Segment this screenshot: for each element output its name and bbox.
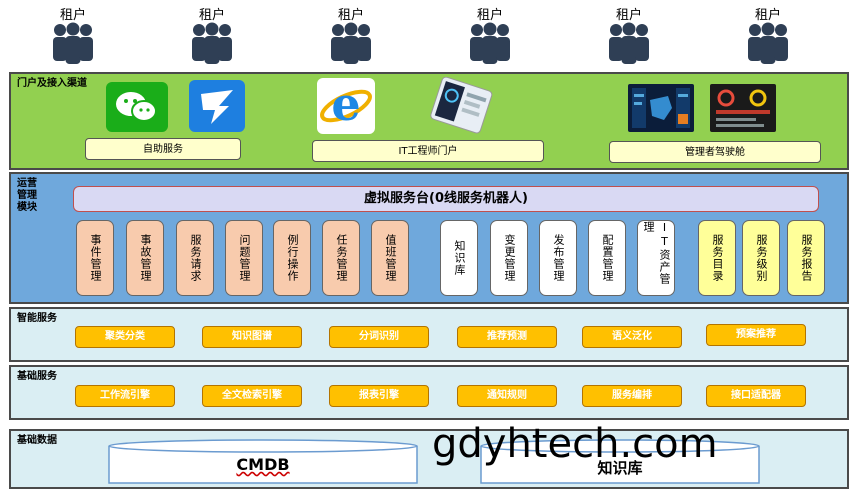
cmdb-label: CMDB — [236, 455, 290, 474]
it-engineer-portal-label[interactable]: IT工程师门户 — [312, 140, 544, 162]
people-icon — [609, 22, 649, 64]
card-problem-management[interactable]: 问题管理 — [225, 220, 263, 296]
portal-layer-title: 门户及接入渠道 — [17, 78, 87, 89]
self-service-label[interactable]: 自助服务 — [85, 138, 241, 160]
card-knowledge-base[interactable]: 知识库 — [440, 220, 478, 296]
ops-layer-title: 运营 管理 模块 — [17, 178, 37, 213]
browser-ie-icon[interactable]: e — [317, 77, 375, 134]
tenant-label: 租户 — [337, 8, 364, 23]
ops-management-layer: 运营 管理 模块 虚拟服务台(0线服务机器人) 事件管理 事故管理 服务请求 问… — [9, 172, 849, 304]
smart-services-layer: 智能服务 聚类分类 知识图谱 分词识别 推荐预测 语义泛化 预案推荐 — [9, 307, 849, 362]
basic-data-layer: 基础数据 CMDB 知识库 — [9, 429, 849, 489]
button-knowledge-graph[interactable]: 知识图谱 — [202, 326, 302, 348]
button-recommend-predict[interactable]: 推荐预测 — [457, 326, 557, 348]
card-service-request[interactable]: 服务请求 — [176, 220, 214, 296]
management-cockpit-label[interactable]: 管理者驾驶舱 — [609, 141, 821, 163]
button-fulltext-search-engine[interactable]: 全文检索引擎 — [202, 385, 302, 407]
watermark-text: gdyhtech.com — [432, 421, 718, 467]
tenant-3: 租户 — [323, 0, 379, 70]
dashboard-screen-map-icon[interactable] — [628, 84, 694, 132]
card-service-catalog[interactable]: 服务目录 — [698, 220, 736, 296]
tenant-label: 租户 — [754, 8, 781, 23]
people-icon — [331, 22, 371, 64]
tenant-1: 租户 — [45, 0, 101, 70]
people-icon — [192, 22, 232, 64]
smart-layer-title: 智能服务 — [17, 313, 57, 324]
button-word-segmentation[interactable]: 分词识别 — [329, 326, 429, 348]
button-report-engine[interactable]: 报表引擎 — [329, 385, 429, 407]
card-task-management[interactable]: 任务管理 — [322, 220, 360, 296]
people-icon — [53, 22, 93, 64]
data-layer-title: 基础数据 — [17, 435, 57, 446]
cmdb-database[interactable]: CMDB — [107, 437, 419, 487]
tablet-dashboard-icon[interactable] — [425, 76, 497, 135]
knowledge-base-label: 知识库 — [597, 459, 643, 477]
cmdb-cylinder-shape — [108, 439, 418, 484]
messenger-bird-icon[interactable] — [189, 80, 245, 132]
dashboard-screen-gauge-icon[interactable] — [710, 84, 776, 132]
card-service-report[interactable]: 服务报告 — [787, 220, 825, 296]
people-icon — [470, 22, 510, 64]
button-service-orchestration[interactable]: 服务编排 — [582, 385, 682, 407]
wechat-icon[interactable] — [106, 82, 168, 132]
tenant-label: 租户 — [59, 8, 86, 23]
button-interface-adapter[interactable]: 接口适配器 — [706, 385, 806, 407]
card-config-management[interactable]: 配置管理 — [588, 220, 626, 296]
knowledge-base-database[interactable]: 知识库 — [479, 437, 761, 487]
tenant-2: 租户 — [184, 0, 240, 70]
basic-layer-title: 基础服务 — [17, 371, 57, 382]
button-plan-recommend[interactable]: 预案推荐 — [706, 324, 806, 346]
basic-services-layer: 基础服务 工作流引擎 全文检索引擎 报表引擎 通知规则 服务编排 接口适配器 — [9, 365, 849, 420]
card-release-management[interactable]: 发布管理 — [539, 220, 577, 296]
people-icon — [748, 22, 788, 64]
button-workflow-engine[interactable]: 工作流引擎 — [75, 385, 175, 407]
svg-text:e: e — [331, 78, 360, 131]
portal-layer: 门户及接入渠道 e — [9, 72, 849, 170]
card-duty-management[interactable]: 值班管理 — [371, 220, 409, 296]
virtual-service-desk[interactable]: 虚拟服务台(0线服务机器人) — [73, 186, 819, 212]
knowledge-base-cylinder-shape — [480, 439, 760, 484]
card-change-management[interactable]: 变更管理 — [490, 220, 528, 296]
card-accident-management[interactable]: 事故管理 — [126, 220, 164, 296]
card-incident-management[interactable]: 事件管理 — [76, 220, 114, 296]
tenant-label: 租户 — [476, 8, 503, 23]
tenant-label: 租户 — [615, 8, 642, 23]
tenant-6: 租户 — [740, 0, 796, 70]
card-it-asset-management[interactable]: IT资产管理 — [637, 220, 675, 296]
button-semantic-generalization[interactable]: 语义泛化 — [582, 326, 682, 348]
tenant-5: 租户 — [601, 0, 657, 70]
button-clustering[interactable]: 聚类分类 — [75, 326, 175, 348]
tenant-4: 租户 — [462, 0, 518, 70]
card-routine-operation[interactable]: 例行操作 — [273, 220, 311, 296]
button-notification-rules[interactable]: 通知规则 — [457, 385, 557, 407]
tenant-label: 租户 — [198, 8, 225, 23]
card-service-level[interactable]: 服务级别 — [742, 220, 780, 296]
